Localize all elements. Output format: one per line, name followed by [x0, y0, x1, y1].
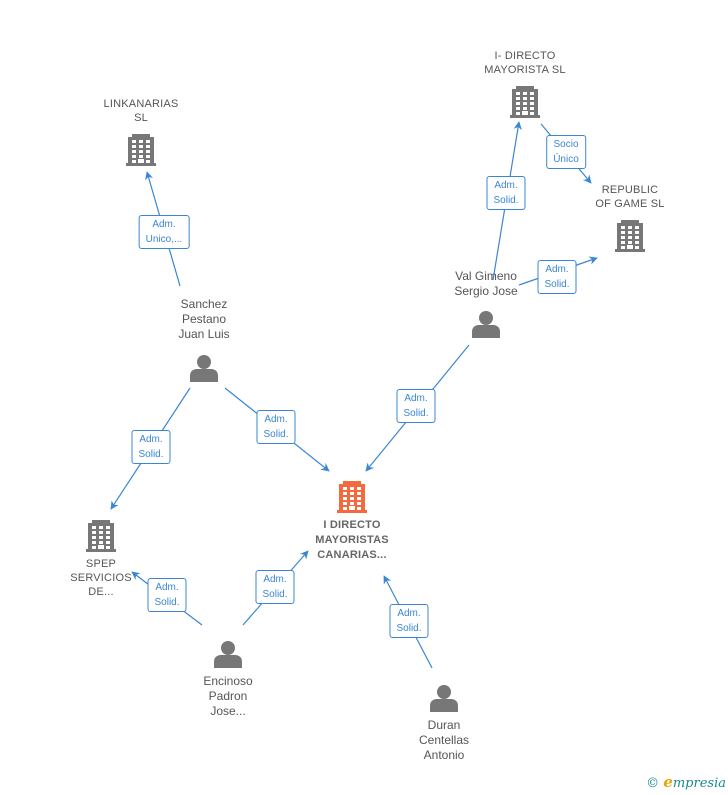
node-label-line: MAYORISTA SL	[484, 64, 566, 76]
edge-label-line: Socio	[553, 139, 579, 150]
node-label-focus[interactable]: I DIRECTO MAYORISTAS CANARIAS...	[315, 518, 389, 563]
node-label-line: I DIRECTO	[323, 519, 381, 531]
node-label-spep[interactable]: SPEP SERVICIOS DE...	[70, 557, 132, 599]
node-label-line: Jose...	[210, 704, 246, 718]
empresia-watermark: © empresia	[646, 773, 726, 791]
building-icon-linkanarias[interactable]	[126, 134, 156, 166]
building-icon-focus[interactable]	[337, 481, 367, 513]
node-label-line: CANARIAS...	[317, 549, 387, 561]
edge-label-line: Adm.	[545, 264, 569, 275]
node-label-line: Juan Luis	[178, 327, 230, 341]
edge-label-line: Solid.	[138, 449, 164, 460]
node-label-line: Duran	[427, 718, 461, 732]
edge-label-line: Adm.	[404, 393, 428, 404]
copyright-icon: ©	[646, 776, 660, 791]
node-label-line: Centellas	[418, 733, 470, 747]
edge-label-val-republic[interactable]: Adm. Solid.	[537, 260, 577, 294]
node-label-republic[interactable]: REPUBLIC OF GAME SL	[595, 183, 664, 211]
node-label-line: Antonio	[423, 748, 465, 762]
edge-label-val-focus[interactable]: Adm. Solid.	[396, 389, 436, 423]
building-icon-idirecto_mayorista[interactable]	[510, 86, 540, 118]
node-label-linkanarias[interactable]: LINKANARIAS SL	[104, 97, 179, 125]
brand-name: mpresia	[672, 776, 726, 791]
node-label-line: SL	[134, 112, 148, 124]
person-icon-encinoso[interactable]	[214, 641, 242, 668]
node-label-line: I- DIRECTO	[494, 50, 556, 62]
edge-label-encinoso-spep[interactable]: Adm. Solid.	[147, 578, 187, 612]
node-label-line: SPEP	[85, 558, 117, 570]
edge-label-line: Adm.	[494, 180, 518, 191]
node-label-line: LINKANARIAS	[103, 98, 179, 110]
edge-label-line: Solid.	[544, 279, 570, 290]
person-icon-sanchez[interactable]	[190, 355, 218, 382]
edge-label-line: Solid.	[262, 589, 288, 600]
edge-label-line: Solid.	[154, 597, 180, 608]
person-icon-duran[interactable]	[430, 685, 458, 712]
node-label-line: DE...	[88, 586, 114, 598]
node-label-line: Padron	[208, 689, 248, 703]
node-label-line: OF GAME SL	[595, 198, 665, 210]
node-label-line: Sergio Jose	[454, 284, 518, 298]
node-label-line: Pestano	[181, 312, 227, 326]
building-icon-republic[interactable]	[615, 220, 645, 252]
edge-label-line: Solid.	[493, 195, 519, 206]
edge-label-sanchez-linkanarias[interactable]: Adm. Unico,...	[138, 215, 190, 249]
node-label-line: Sanchez	[180, 297, 228, 311]
edge-label-line: Adm.	[155, 582, 179, 593]
edge-label-line: Adm.	[264, 414, 288, 425]
edge-label-encinoso-focus[interactable]: Adm. Solid.	[255, 570, 295, 604]
node-label-line: Encinoso	[203, 674, 253, 688]
building-icon-spep[interactable]	[86, 520, 116, 552]
brand-initial: e	[663, 773, 673, 791]
edge-label-line: Solid.	[403, 408, 429, 419]
edge-label-line: Unico,...	[145, 234, 183, 245]
node-label-line: REPUBLIC	[601, 184, 659, 196]
edge-label-line: Solid.	[396, 623, 422, 634]
edge-label-line: Adm.	[152, 219, 176, 230]
edge-label-line: Adm.	[139, 434, 163, 445]
node-label-line: Val Gimeno	[455, 269, 517, 283]
edge-label-duran-focus[interactable]: Adm. Solid.	[389, 604, 429, 638]
edge-label-sanchez-spep[interactable]: Adm. Solid.	[131, 430, 171, 464]
edge-label-sanchez-focus[interactable]: Adm. Solid.	[256, 410, 296, 444]
edge-label-line: Adm.	[397, 608, 421, 619]
edge-label-line: Adm.	[263, 574, 287, 585]
edge-label-line: Solid.	[263, 429, 289, 440]
node-label-line: MAYORISTAS	[315, 534, 389, 546]
edge-label-val-idirecto[interactable]: Adm. Solid.	[486, 176, 526, 210]
edge-label-line: Único	[553, 154, 579, 165]
person-icon-val[interactable]	[472, 311, 500, 338]
node-label-idirecto_mayorista[interactable]: I- DIRECTO MAYORISTA SL	[484, 49, 565, 77]
node-label-line: SERVICIOS	[70, 572, 132, 584]
